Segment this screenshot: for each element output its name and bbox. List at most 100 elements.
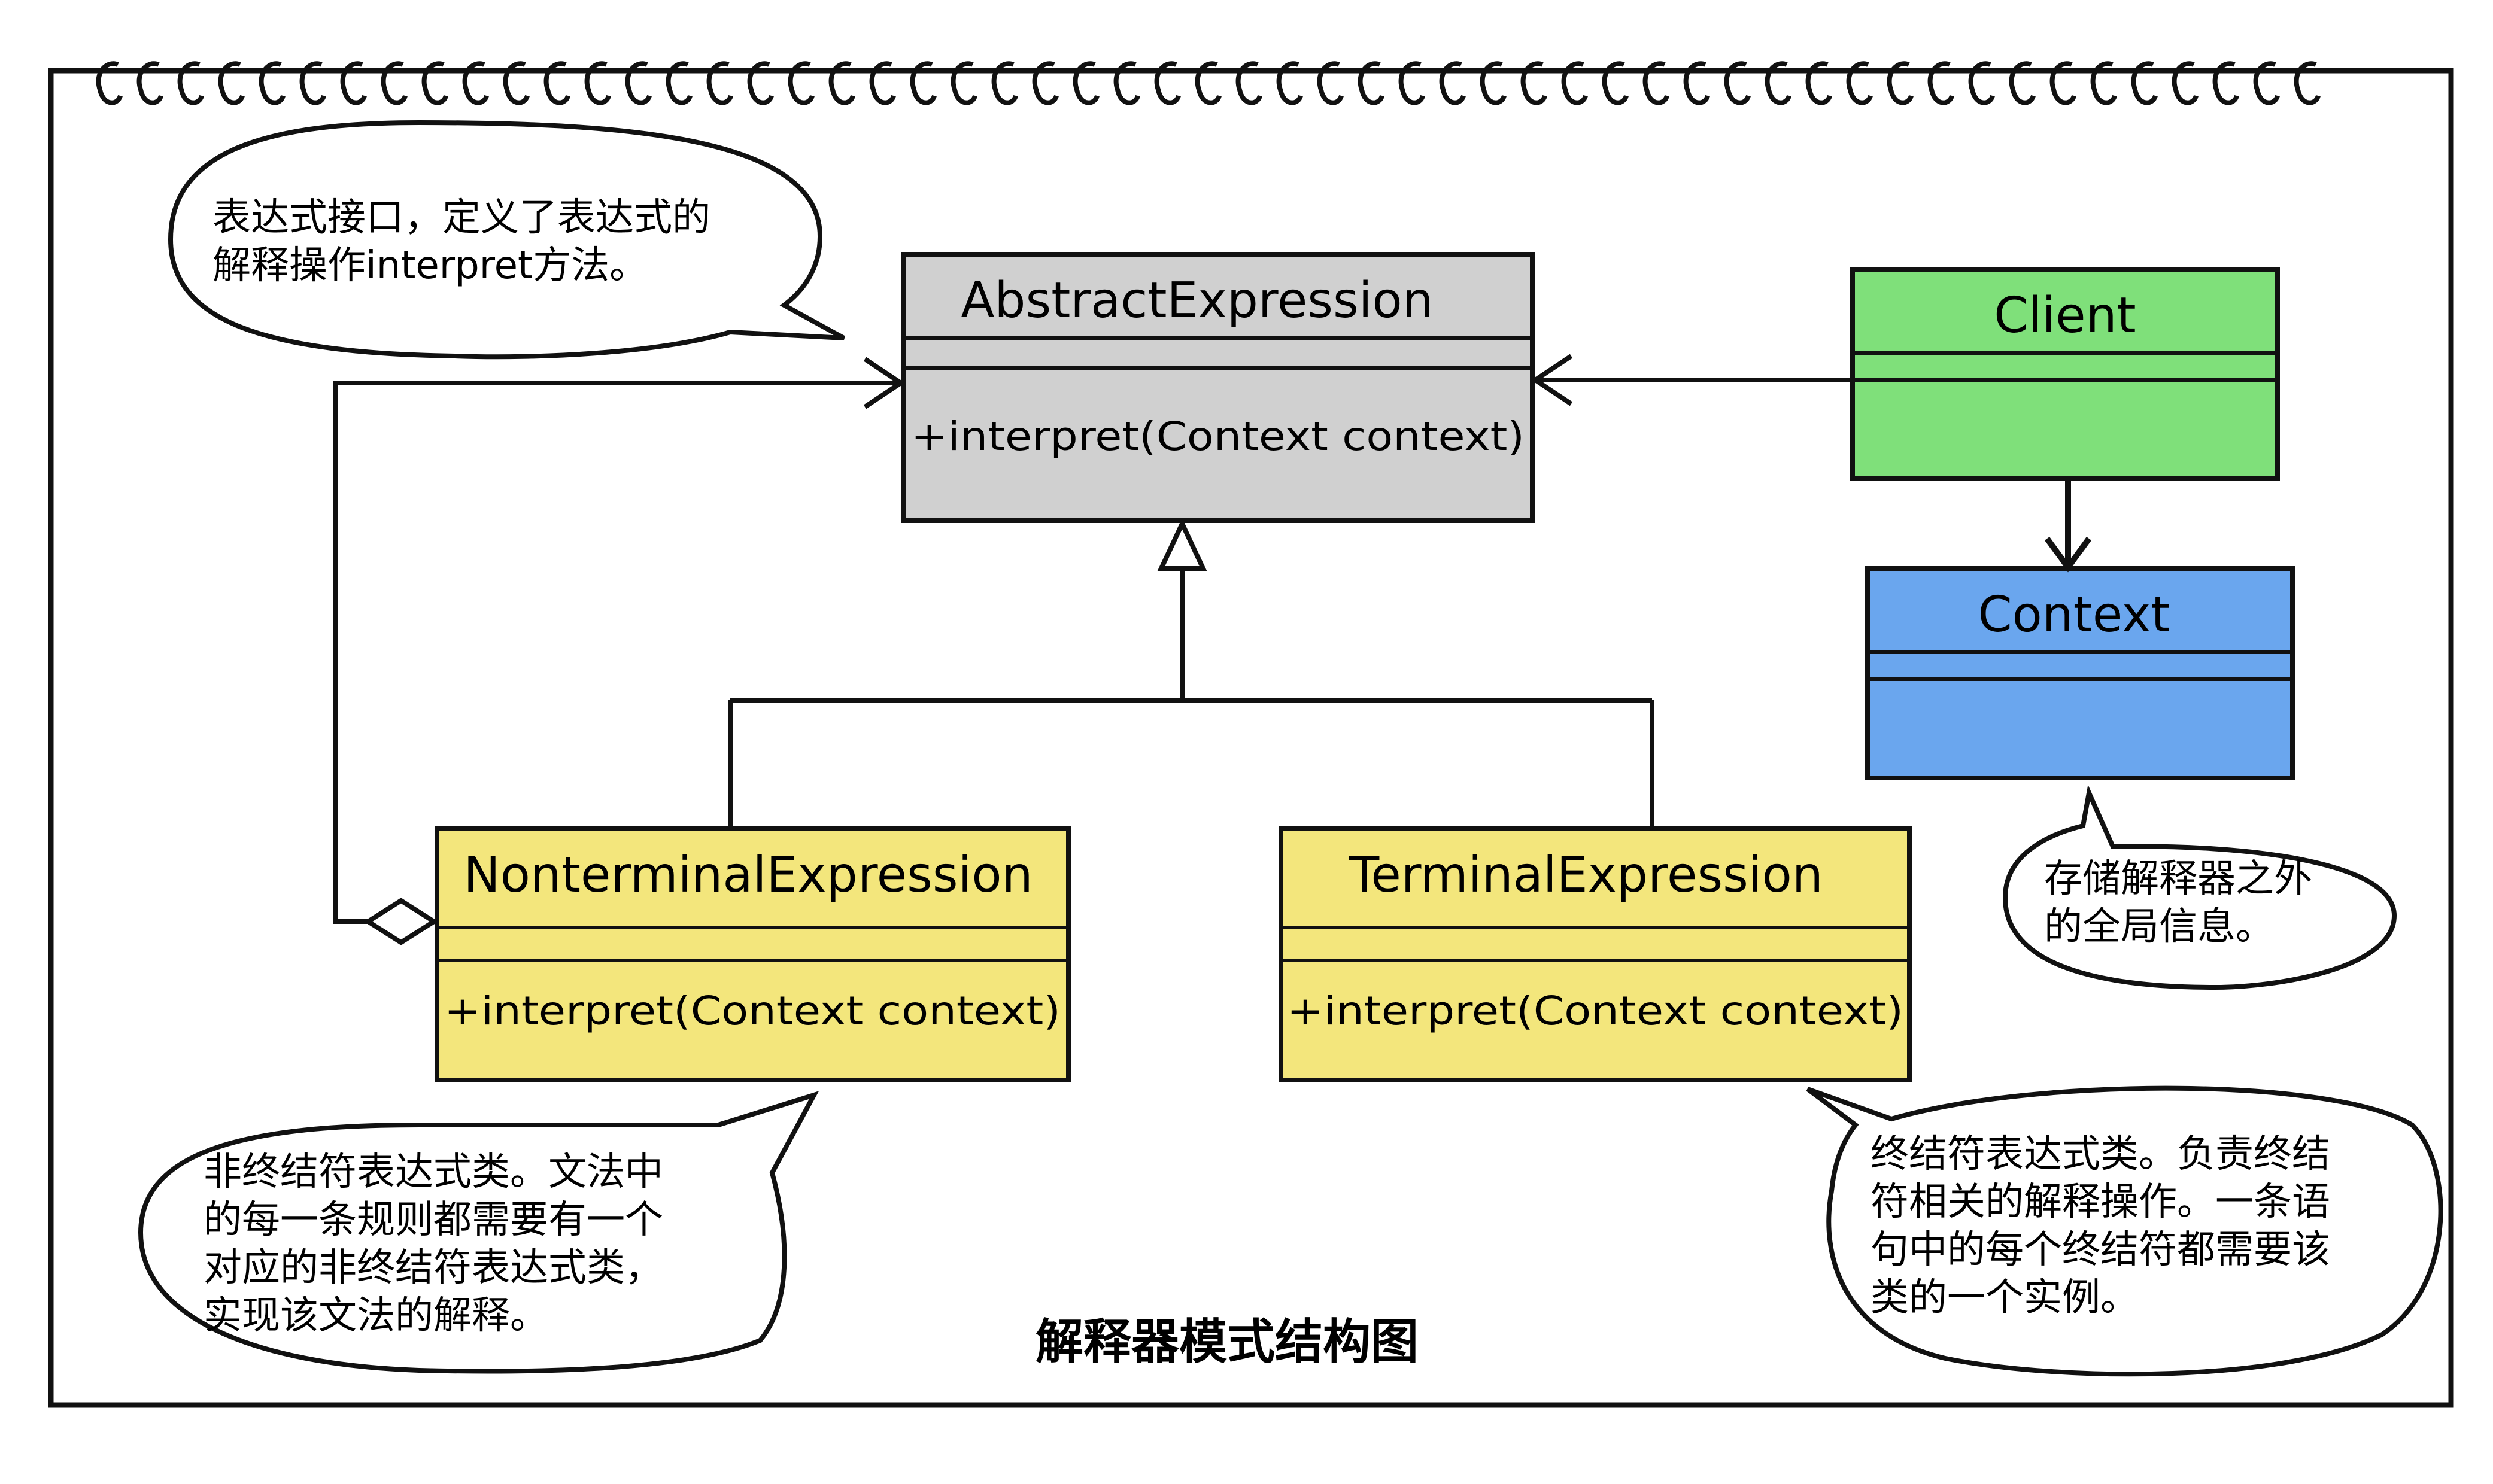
spiral-binding xyxy=(96,61,2321,105)
spiral-ring-icon xyxy=(869,61,896,105)
open-arrowhead-icon xyxy=(2044,537,2092,573)
spiral-ring-icon xyxy=(421,61,448,105)
spiral-ring-icon xyxy=(1113,61,1140,105)
nonterminal-expression-name: NonterminalExpression xyxy=(463,847,1033,904)
spiral-ring-icon xyxy=(503,61,530,105)
client-class: Client xyxy=(1850,267,2280,481)
spiral-ring-icon xyxy=(951,61,977,105)
note-context: 存储解释器之外 的全局信息。 xyxy=(2002,784,2397,990)
spiral-ring-icon xyxy=(1887,61,1914,105)
spiral-ring-icon xyxy=(136,61,163,105)
spiral-ring-icon xyxy=(2253,61,2280,105)
nonterminal-expression-class: NonterminalExpression +interpret(Context… xyxy=(435,826,1071,1082)
spiral-ring-icon xyxy=(747,61,774,105)
nonterminal-aggregation xyxy=(333,357,906,945)
note-nonterminal-expression: 非终结符表达式类。文法中 的每一条规则都需要有一个 对应的非终结符表达式类， 实… xyxy=(138,1091,819,1374)
note-nonterminal-line-1: 非终结符表达式类。文法中 xyxy=(204,1150,663,1194)
terminal-expression-method: +interpret(Context context) xyxy=(1287,988,1903,1034)
terminal-expression-class: TerminalExpression +interpret(Context co… xyxy=(1279,826,1912,1082)
note-context-line-2: 的全局信息。 xyxy=(2044,905,2274,949)
spiral-ring-icon xyxy=(1642,61,1669,105)
context-box xyxy=(1865,566,2295,780)
spiral-ring-icon xyxy=(1602,61,1629,105)
spiral-ring-icon xyxy=(1846,61,1873,105)
spiral-ring-icon xyxy=(259,61,286,105)
spiral-ring-icon xyxy=(666,61,693,105)
spiral-ring-icon xyxy=(340,61,367,105)
note-abstract-expression: 表达式接口，定义了表达式的 解释操作interpret方法。 xyxy=(168,120,845,360)
client-name: Client xyxy=(1994,287,2136,344)
spiral-ring-icon xyxy=(299,61,326,105)
spiral-ring-icon xyxy=(1154,61,1181,105)
spiral-ring-icon xyxy=(1439,61,1466,105)
spiral-ring-icon xyxy=(2172,61,2199,105)
spiral-ring-icon xyxy=(1520,61,1547,105)
note-terminal-line-4: 类的一个实例。 xyxy=(1870,1276,2139,1320)
client-to-context-association xyxy=(2044,479,2092,573)
spiral-ring-icon xyxy=(2131,61,2158,105)
spiral-ring-icon xyxy=(828,61,855,105)
spiral-ring-icon xyxy=(543,61,570,105)
note-nonterminal-line-4: 实现该文法的解释。 xyxy=(204,1294,548,1338)
spiral-ring-icon xyxy=(2212,61,2239,105)
spiral-ring-icon xyxy=(991,61,1018,105)
client-box xyxy=(1850,267,2280,481)
context-class: Context xyxy=(1865,566,2295,780)
note-terminal-line-3: 句中的每个终结符都需要该 xyxy=(1870,1228,2330,1272)
abstract-expression-box xyxy=(901,252,1535,523)
speech-bubble-abstract xyxy=(168,120,845,360)
spiral-ring-icon xyxy=(910,61,937,105)
spiral-ring-icon xyxy=(96,61,123,105)
speech-bubble-nonterminal xyxy=(138,1091,819,1374)
hollow-diamond-icon xyxy=(363,898,439,945)
nonterminal-expression-method: +interpret(Context context) xyxy=(444,988,1061,1034)
terminal-expression-name: TerminalExpression xyxy=(1349,847,1823,904)
spiral-ring-icon xyxy=(1398,61,1425,105)
speech-bubble-context xyxy=(2002,784,2397,990)
spiral-ring-icon xyxy=(625,61,652,105)
note-terminal-line-1: 终结符表达式类。负责终结 xyxy=(1870,1132,2330,1176)
note-terminal-expression: 终结符表达式类。负责终结 符相关的解释操作。一条语 句中的每个终结符都需要该 类… xyxy=(1806,1085,2443,1377)
spiral-ring-icon xyxy=(2294,61,2321,105)
spiral-ring-icon xyxy=(381,61,408,105)
client-to-abstract-association xyxy=(1531,354,1853,406)
spiral-ring-icon xyxy=(1358,61,1384,105)
spiral-ring-icon xyxy=(1276,61,1303,105)
spiral-ring-icon xyxy=(1317,61,1344,105)
terminal-expression-box xyxy=(1279,826,1912,1082)
nonterminal-expression-box xyxy=(435,826,1071,1082)
spiral-ring-icon xyxy=(2049,61,2076,105)
open-arrowhead-icon xyxy=(863,357,906,409)
generalization-tree xyxy=(728,518,1654,829)
abstract-expression-class: AbstractExpression +interpret(Context co… xyxy=(901,252,1535,523)
spiral-ring-icon xyxy=(1073,61,1100,105)
note-nonterminal-line-2: 的每一条规则都需要有一个 xyxy=(204,1198,663,1242)
spiral-ring-icon xyxy=(177,61,204,105)
spiral-ring-icon xyxy=(2009,61,2036,105)
spiral-ring-icon xyxy=(706,61,733,105)
spiral-ring-icon xyxy=(2090,61,2117,105)
spiral-ring-icon xyxy=(462,61,489,105)
spiral-ring-icon xyxy=(584,61,611,105)
spiral-ring-icon xyxy=(788,61,815,105)
note-nonterminal-line-3: 对应的非终结符表达式类， xyxy=(204,1246,663,1290)
spiral-ring-icon xyxy=(1927,61,1954,105)
spiral-ring-icon xyxy=(1561,61,1588,105)
spiral-ring-icon xyxy=(1724,61,1751,105)
spiral-ring-icon xyxy=(218,61,245,105)
note-terminal-line-2: 符相关的解释操作。一条语 xyxy=(1870,1180,2330,1224)
note-abstract-line-2: 解释操作interpret方法。 xyxy=(212,244,648,288)
spiral-ring-icon xyxy=(1968,61,1995,105)
diagram-caption: 解释器模式结构图 xyxy=(1036,1314,1419,1370)
spiral-ring-icon xyxy=(1805,61,1832,105)
note-context-line-1: 存储解释器之外 xyxy=(2044,857,2312,901)
abstract-expression-name: AbstractExpression xyxy=(961,272,1433,329)
open-arrowhead-icon xyxy=(1531,354,1573,406)
speech-bubble-terminal xyxy=(1806,1085,2443,1377)
spiral-ring-icon xyxy=(1235,61,1262,105)
abstract-expression-method: +interpret(Context context) xyxy=(911,413,1525,460)
spiral-ring-icon xyxy=(1032,61,1059,105)
spiral-ring-icon xyxy=(1765,61,1791,105)
context-name: Context xyxy=(1978,586,2170,643)
